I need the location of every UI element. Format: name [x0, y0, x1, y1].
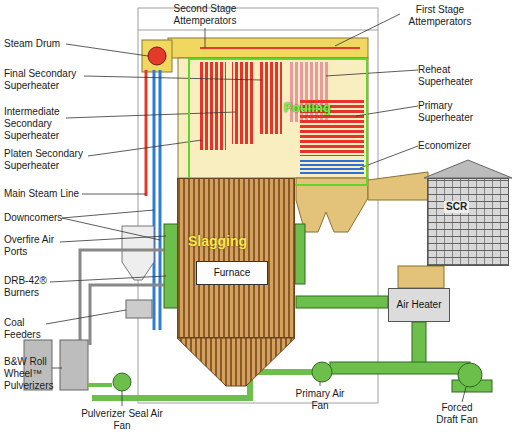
leader-line — [84, 76, 262, 80]
leader-line — [122, 391, 123, 406]
zone-label: Fouling — [284, 100, 331, 115]
box-label: SCR — [444, 201, 469, 213]
economizer — [300, 160, 364, 176]
leader-line — [320, 382, 321, 386]
furnace-walls: SlaggingFurnace — [177, 178, 295, 338]
coal-feeder — [126, 300, 152, 318]
convection-pass — [178, 58, 368, 178]
callout-label: Primary Air Fan — [295, 388, 345, 412]
callout-label: Pulverizer Seal Air Fan — [80, 408, 164, 432]
air-heater-box: Air Heater — [388, 288, 450, 322]
seal-air-fan — [113, 373, 131, 391]
final-superheater — [258, 62, 282, 134]
box-label: Furnace — [214, 267, 251, 279]
forced-draft-fan — [458, 363, 482, 387]
leader-line — [66, 44, 148, 56]
leader-line — [52, 368, 62, 369]
scr-hood — [424, 160, 512, 178]
coal-pipe — [90, 285, 164, 345]
scr-box: SCR — [427, 178, 509, 266]
backpass-hopper — [296, 178, 368, 232]
callout-label: Main Steam Line — [4, 188, 94, 200]
penthouse — [168, 38, 368, 58]
seal-air-duct — [88, 383, 112, 387]
callout-label: Primary Superheater — [418, 100, 488, 124]
leader-line — [360, 146, 418, 168]
primary-air-duct — [92, 372, 312, 398]
coal-silo — [122, 226, 154, 280]
callout-label: Final Secondary Superheater — [4, 68, 84, 92]
leader-line — [62, 210, 154, 218]
downcomer — [153, 70, 156, 330]
callout-label: Forced Draft Fan — [432, 402, 482, 426]
leader-line — [60, 236, 166, 242]
coal-pipe — [80, 250, 164, 345]
leader-line — [335, 14, 400, 46]
windbox — [295, 224, 305, 284]
main-steam-line — [145, 70, 148, 196]
callout-label: Intermediate Secondary Superheater — [4, 106, 88, 142]
leader-line — [46, 310, 126, 324]
callout-label: Economizer — [418, 140, 488, 152]
steel-frame — [138, 8, 378, 403]
callout-label: Platen Secondary Superheater — [4, 148, 96, 172]
downcomer — [159, 70, 162, 330]
leader-line — [326, 70, 418, 76]
primary-air-fan — [312, 362, 332, 382]
callout-label: B&W Roll Wheel™ Pulverizers — [4, 356, 60, 392]
callout-label: Overfire Air Ports — [4, 234, 66, 258]
furnace-hopper — [177, 338, 295, 386]
leader-line — [205, 28, 206, 48]
callout-label: Reheat Superheater — [418, 64, 488, 88]
callout-label: Second Stage Attemperators — [160, 3, 250, 27]
box-label: Air Heater — [396, 299, 441, 311]
platen-superheater — [198, 62, 226, 150]
air-duct — [412, 322, 426, 368]
air-duct — [296, 296, 388, 308]
callout-label: Coal Feeders — [4, 317, 44, 341]
attemperator-pipe — [200, 47, 360, 49]
steam-drum — [148, 47, 166, 65]
leader-line — [82, 194, 146, 195]
windbox — [164, 224, 178, 308]
leader-line — [50, 276, 166, 282]
leader-line — [66, 112, 236, 118]
furnace-box: Furnace — [196, 261, 268, 285]
flue-duct — [368, 172, 428, 200]
leader-line — [88, 140, 202, 156]
air-duct — [330, 362, 470, 374]
leader-line — [62, 218, 160, 240]
callout-label: Downcomers — [4, 212, 94, 224]
fouling-zone: Fouling — [188, 58, 368, 186]
callout-label: DRB-42® Burners — [4, 275, 64, 299]
pulverizer — [60, 340, 88, 390]
leader-line — [462, 387, 466, 402]
callout-label: Steam Drum — [4, 38, 94, 50]
steel-beam — [138, 30, 378, 31]
leader-line — [356, 106, 418, 116]
callout-label: First Stage Attemperators — [398, 4, 482, 28]
zone-label: Slagging — [188, 233, 247, 249]
flue-duct — [398, 266, 444, 288]
intermediate-superheater — [232, 62, 254, 144]
